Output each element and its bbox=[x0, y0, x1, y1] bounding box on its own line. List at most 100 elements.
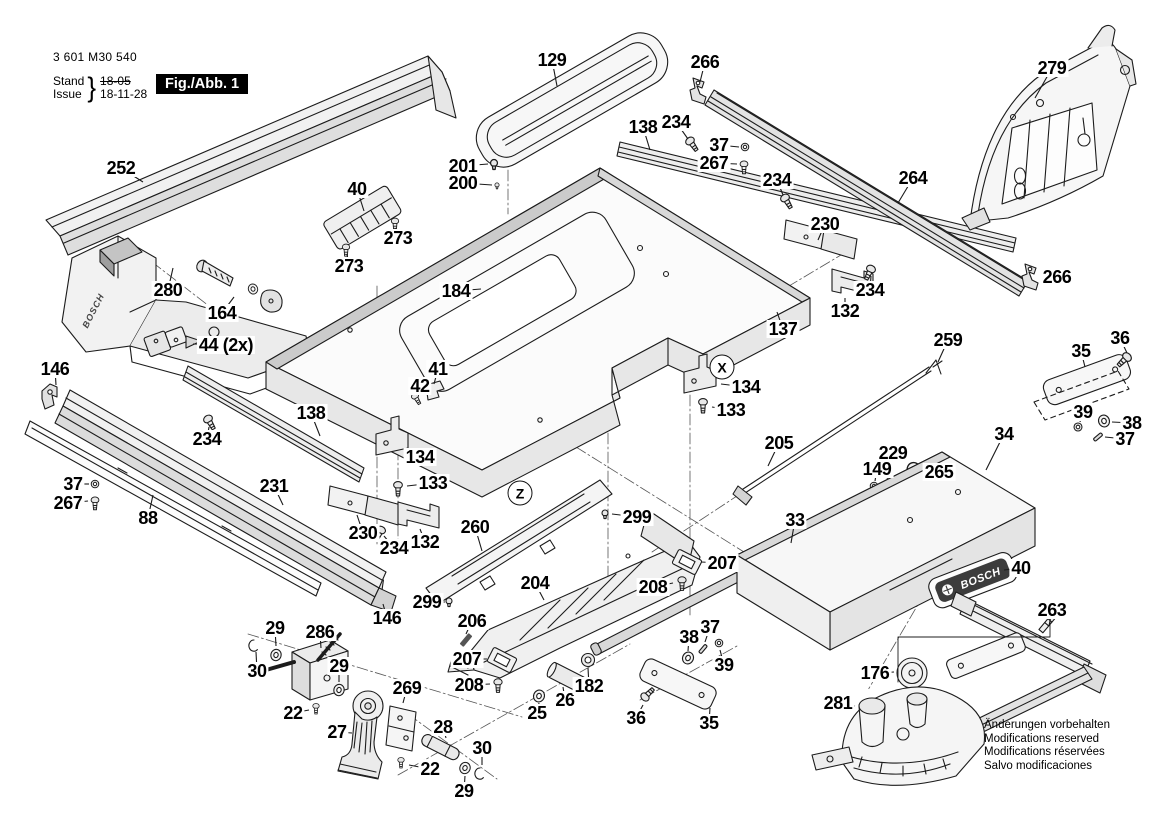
washer-29-c bbox=[457, 760, 473, 776]
figure-badge: Fig./Abb. 1 bbox=[156, 74, 249, 94]
part-callout-35: 35 bbox=[697, 713, 721, 733]
clip-30-left bbox=[248, 639, 258, 652]
part-callout-28: 28 bbox=[431, 717, 455, 737]
part-callout-266: 266 bbox=[1040, 267, 1074, 287]
washer-25 bbox=[531, 687, 547, 705]
part-callout-33: 33 bbox=[783, 510, 807, 530]
screw-36-bottom bbox=[638, 685, 657, 704]
part-callout-234: 234 bbox=[659, 112, 693, 132]
part-callout-176: 176 bbox=[858, 663, 892, 683]
part-insert-129 bbox=[475, 32, 669, 168]
part-callout-252: 252 bbox=[104, 158, 138, 178]
part-callout-30: 30 bbox=[245, 661, 269, 681]
part-callout-260: 260 bbox=[458, 517, 492, 537]
brace-glyph: } bbox=[87, 71, 97, 103]
clamp-146-left bbox=[41, 383, 58, 410]
clamp-266-right bbox=[1021, 263, 1039, 291]
part-callout-37: 37 bbox=[698, 617, 722, 637]
part-callout-264: 264 bbox=[896, 168, 930, 188]
nut-37-top bbox=[740, 142, 750, 152]
part-callout-34: 34 bbox=[992, 424, 1016, 444]
part-callout-230: 230 bbox=[808, 214, 842, 234]
part-plate-230-left bbox=[327, 485, 402, 526]
part-pin-28 bbox=[421, 734, 460, 761]
part-callout-129: 129 bbox=[535, 50, 569, 70]
part-callout-88: 88 bbox=[136, 508, 160, 528]
part-miter-gauge-281 bbox=[811, 666, 1093, 786]
part-callout-29: 29 bbox=[452, 781, 476, 801]
part-callout-22: 22 bbox=[418, 759, 442, 779]
part-callout-146: 146 bbox=[38, 359, 72, 379]
part-callout-267: 267 bbox=[697, 153, 731, 173]
part-plate-269 bbox=[385, 705, 417, 752]
part-callout-263: 263 bbox=[1035, 600, 1069, 620]
nut-37-left bbox=[90, 479, 100, 489]
part-bracket-134-left bbox=[375, 415, 409, 456]
part-callout-38: 38 bbox=[677, 627, 701, 647]
part-callout-164: 164 bbox=[205, 303, 239, 323]
zone-marker-z: Z bbox=[507, 480, 533, 506]
screw-133-left bbox=[393, 481, 403, 497]
part-nut-182 bbox=[580, 652, 596, 668]
part-callout-231: 231 bbox=[257, 476, 291, 496]
part-callout-37: 37 bbox=[61, 474, 85, 494]
part-callout-286: 286 bbox=[303, 622, 337, 642]
part-callout-40: 40 bbox=[345, 179, 369, 199]
part-callout-133: 133 bbox=[714, 400, 748, 420]
screw-208-left bbox=[493, 678, 503, 693]
pin-299-left bbox=[445, 597, 453, 608]
part-callout-269: 269 bbox=[390, 678, 424, 698]
part-callout-132: 132 bbox=[828, 301, 862, 321]
part-callout-234: 234 bbox=[853, 280, 887, 300]
stand-value: 18-05 bbox=[100, 73, 131, 88]
type-number: 3 601 M30 540 bbox=[53, 50, 137, 64]
part-plate-35-top bbox=[1033, 354, 1132, 421]
part-callout-138: 138 bbox=[626, 117, 660, 137]
part-callout-29: 29 bbox=[327, 656, 351, 676]
part-plate-40-top bbox=[323, 185, 402, 250]
part-callout-207: 207 bbox=[450, 649, 484, 669]
part-bracket-134-right bbox=[683, 353, 717, 394]
screw-267-left bbox=[90, 496, 100, 511]
part-callout-267: 267 bbox=[51, 493, 85, 513]
part-callout-149: 149 bbox=[860, 459, 894, 479]
issue-value: 18-11-28 bbox=[100, 86, 148, 101]
washer-38-top bbox=[1096, 412, 1112, 430]
part-blade-guard-279 bbox=[961, 24, 1137, 231]
part-callout-208: 208 bbox=[452, 675, 486, 695]
part-bolt-164 bbox=[196, 259, 283, 313]
part-callout-146: 146 bbox=[370, 608, 404, 628]
issue-label: Issue bbox=[53, 86, 82, 101]
part-callout-41: 41 bbox=[426, 359, 450, 379]
part-callout-40: 40 bbox=[1009, 558, 1033, 578]
part-callout-133: 133 bbox=[416, 473, 450, 493]
part-callout-259: 259 bbox=[931, 330, 965, 350]
part-rail-252 bbox=[45, 55, 457, 256]
pin-206 bbox=[459, 633, 473, 647]
clip-30-right bbox=[474, 767, 484, 780]
part-callout-36: 36 bbox=[1108, 328, 1132, 348]
pin-37-top bbox=[1093, 432, 1103, 442]
screw-234-a bbox=[683, 134, 701, 154]
part-callout-265: 265 bbox=[922, 462, 956, 482]
part-callout-137: 137 bbox=[766, 319, 800, 339]
part-callout-29: 29 bbox=[263, 618, 287, 638]
pin-299-right bbox=[601, 509, 609, 520]
part-latch-44 bbox=[143, 326, 202, 357]
footer-line: Salvo modificaciones bbox=[984, 759, 1093, 772]
part-callout-200: 200 bbox=[446, 173, 480, 193]
part-callout-266: 266 bbox=[688, 52, 722, 72]
part-group-176 bbox=[896, 604, 1065, 689]
part-bracket-132-left bbox=[397, 501, 440, 529]
part-callout-182: 182 bbox=[572, 676, 606, 696]
drawing-header: 3 601 M30 540 Stand Issue } 18-05 18-11-… bbox=[53, 50, 147, 103]
stand-label: Stand bbox=[53, 73, 85, 88]
part-callout-134: 134 bbox=[729, 377, 763, 397]
part-callout-39: 39 bbox=[712, 655, 736, 675]
part-callout-22: 22 bbox=[281, 703, 305, 723]
screw-133-right bbox=[698, 398, 708, 414]
part-callout-230: 230 bbox=[346, 523, 380, 543]
